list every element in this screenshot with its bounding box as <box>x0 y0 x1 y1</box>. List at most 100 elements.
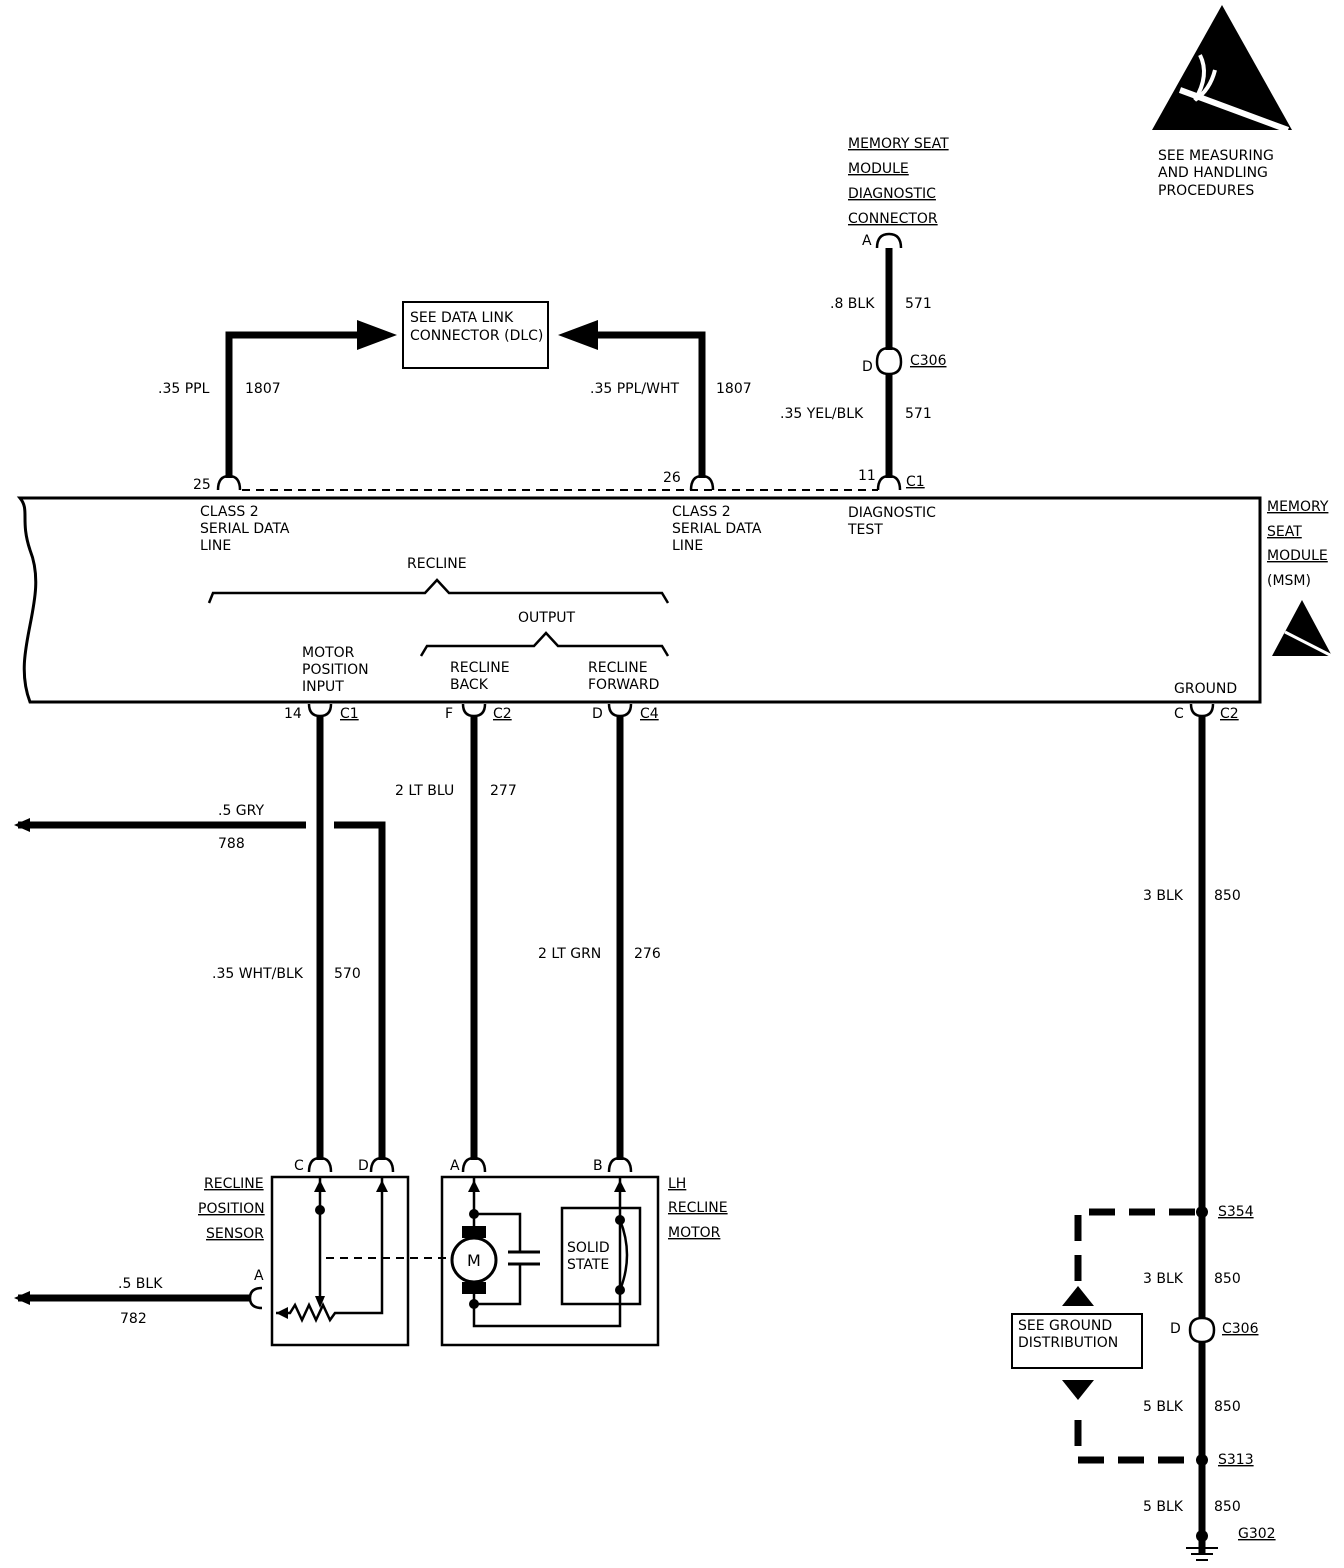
recline-back-label-1: RECLINE <box>450 660 510 676</box>
g302-ground-point <box>1196 1530 1208 1542</box>
c306-ground-pin: D <box>1170 1321 1181 1337</box>
wire-850-4-circuit: 850 <box>1214 1499 1241 1515</box>
dlc-label-1: SEE DATA LINK <box>410 310 514 326</box>
wire-788-gauge: .5 GRY <box>218 803 264 819</box>
motor-pin-b-connector <box>607 1156 633 1173</box>
pin-d-connector-id: C4 <box>640 706 659 722</box>
ground-distribution-box <box>1011 1313 1143 1369</box>
pin-d-connector <box>607 703 633 718</box>
wire-277-gauge: 2 LT BLU <box>395 783 454 799</box>
wire-571-top-circuit: 571 <box>905 296 932 312</box>
ground-dist-up-arrow <box>1062 1286 1094 1306</box>
recline-brace <box>207 578 670 604</box>
motor-symbol <box>450 1236 498 1284</box>
sensor-label-1: RECLINE <box>204 1176 264 1192</box>
wire-1807-ppl-wht-circuit: 1807 <box>716 381 752 397</box>
sensor-label-2: POSITION <box>198 1201 265 1217</box>
s313-label: S313 <box>1218 1452 1254 1468</box>
esd-notice-line-1: SEE MEASURING <box>1158 148 1274 164</box>
module-name-1: MEMORY <box>1267 499 1329 515</box>
memory-seat-module-box <box>16 496 1262 704</box>
motor-brush-top <box>462 1226 486 1238</box>
solid-state-label-2: STATE <box>567 1257 609 1273</box>
solid-state-switch <box>618 1219 629 1291</box>
motor-pin-a-connector <box>461 1156 487 1173</box>
c306-lower-connector <box>875 361 903 376</box>
lh-recline-motor-box <box>440 1175 660 1347</box>
diag-connector-label-1: MEMORY SEAT <box>848 136 949 152</box>
motor-label-3: MOTOR <box>668 1225 721 1241</box>
p11-label-2: TEST <box>847 522 883 538</box>
sensor-pin-d: D <box>358 1158 369 1174</box>
wire-277-circuit: 277 <box>490 783 517 799</box>
ground-dist-down-arrow <box>1062 1380 1094 1400</box>
pin-c-ground-connector-id: C2 <box>1220 706 1239 722</box>
pin-11-connector-id: C1 <box>906 474 925 490</box>
sensor-pin-c: C <box>294 1158 304 1174</box>
wire-850-3-gauge: 5 BLK <box>1143 1399 1184 1415</box>
pin-c-ground-number: C <box>1174 706 1184 722</box>
pin-d-number: D <box>592 706 603 722</box>
wire-850-2-gauge: 3 BLK <box>1143 1271 1184 1287</box>
pin-25-number: 25 <box>193 477 211 493</box>
solid-state-box <box>560 1206 642 1306</box>
ground-distribution-path-bottom <box>1074 1420 1195 1464</box>
wire-570-gauge: .35 WHT/BLK <box>212 966 304 982</box>
s354-splice <box>1196 1206 1208 1218</box>
ground-label: GROUND <box>1174 681 1237 697</box>
wire-788-circuit: 788 <box>218 836 245 852</box>
diag-connector-symbol <box>875 232 903 249</box>
motor-internal-wiring <box>472 1178 622 1328</box>
ground-symbol-icon <box>1186 1547 1218 1561</box>
sensor-pin-d-connector <box>369 1156 395 1173</box>
esd-notice-line-3: PROCEDURES <box>1158 183 1254 199</box>
wire-571-bottom-circuit: 571 <box>905 406 932 422</box>
pin-f-number: F <box>445 706 453 722</box>
diag-c306-pin: D <box>862 359 873 375</box>
recline-group-label: RECLINE <box>407 556 467 572</box>
pin-11-connector <box>876 474 902 491</box>
motor-pos-label-2: POSITION <box>302 662 369 678</box>
wire-788-left-arrow <box>14 818 30 832</box>
sensor-a-arrow <box>276 1307 288 1319</box>
sensor-pin-a-connector <box>248 1286 263 1310</box>
sensor-pin-c-connector <box>307 1156 333 1173</box>
wire-1807-ppl-gauge: .35 PPL <box>158 381 210 397</box>
esd-module-icon <box>1272 600 1333 658</box>
wire-571-top-gauge: .8 BLK <box>830 296 875 312</box>
pin-14-connector-id: C1 <box>340 706 359 722</box>
module-name-3: MODULE <box>1267 548 1328 564</box>
module-name-2: SEAT <box>1267 524 1302 540</box>
output-group-label: OUTPUT <box>518 610 576 626</box>
p25-label-2: SERIAL DATA <box>200 521 290 537</box>
g302-label: G302 <box>1238 1526 1276 1542</box>
motor-pin-a: A <box>450 1158 460 1174</box>
dlc-label-2: CONNECTOR (DLC) <box>410 328 543 344</box>
recline-forward-label-1: RECLINE <box>588 660 648 676</box>
wire-276-gauge: 2 LT GRN <box>538 946 601 962</box>
wire-850-1-gauge: 3 BLK <box>1143 888 1184 904</box>
switch-contact-bottom <box>615 1285 625 1295</box>
p26-label-1: CLASS 2 <box>672 504 731 520</box>
recline-forward-label-2: FORWARD <box>588 677 659 693</box>
p26-label-2: SERIAL DATA <box>672 521 762 537</box>
diag-connector-label-3: DIAGNOSTIC <box>848 186 936 202</box>
ground-distribution-path-top <box>1074 1208 1195 1290</box>
wire-782-circuit: 782 <box>120 1311 147 1327</box>
arrow-to-dlc-right <box>558 320 598 350</box>
c306-ground-lower <box>1188 1329 1216 1344</box>
sensor-junction-dot <box>315 1205 325 1215</box>
switch-contact-top <box>615 1215 625 1225</box>
recline-position-sensor-box <box>270 1175 410 1347</box>
arrow-to-dlc-left <box>357 320 397 350</box>
sensor-resistor <box>276 1302 340 1323</box>
motor-brush-bottom <box>462 1282 486 1294</box>
wire-850-2-circuit: 850 <box>1214 1271 1241 1287</box>
wire-276-circuit: 276 <box>634 946 661 962</box>
wire-850-1-circuit: 850 <box>1214 888 1241 904</box>
pin-f-connector-id: C2 <box>493 706 512 722</box>
sensor-internal-wiring <box>318 1178 384 1315</box>
pin-c-ground-connector <box>1189 703 1215 718</box>
ground-dist-label-2: DISTRIBUTION <box>1018 1335 1118 1351</box>
